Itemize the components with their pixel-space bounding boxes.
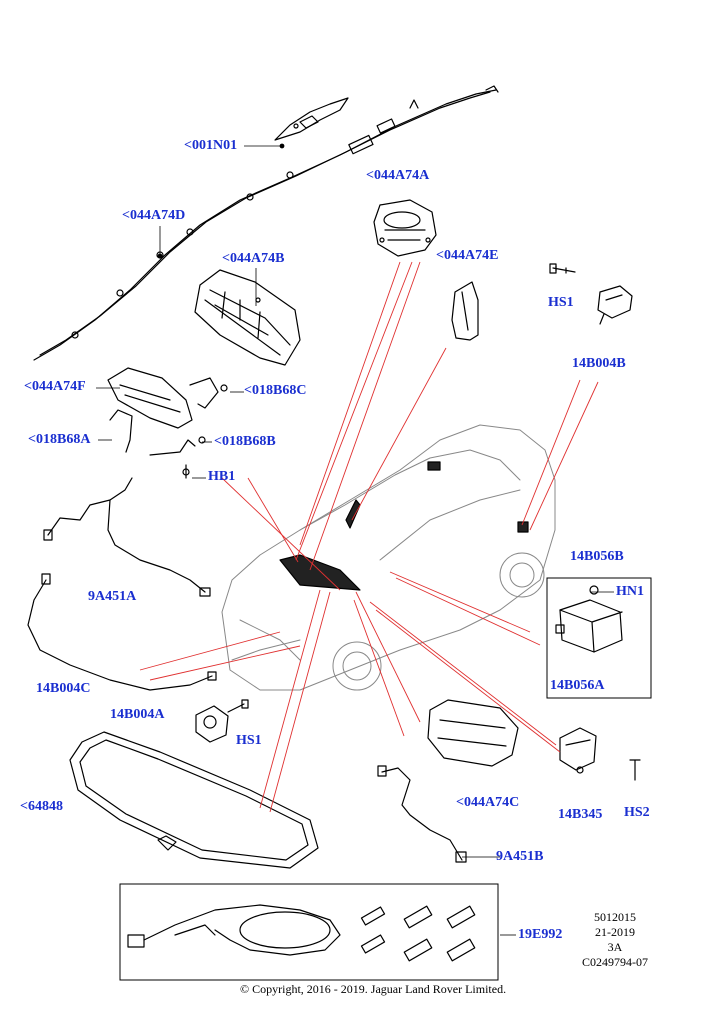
front-sensor-drawing [195,699,249,743]
label-044A74D[interactable]: <044A74D [122,208,186,223]
label-018B68C[interactable]: <018B68C [244,383,307,398]
bracket-drawing [559,727,641,781]
label-044A74B[interactable]: <044A74B [222,251,285,266]
driver-airbag-drawing [373,199,437,257]
label-HS2[interactable]: HS2 [624,805,650,820]
airbag-bracket-drawing [107,367,228,479]
passenger-airbag-drawing [194,269,301,366]
copyright-text: © Copyright, 2016 - 2019. Jaguar Land Ro… [240,982,507,996]
curtain-airbag-drawing [33,85,499,361]
label-14B004C[interactable]: 14B004C [36,681,91,696]
knee-highlight [345,499,361,529]
seat-airbag-drawing [427,699,519,767]
reference-line-1: 5012015 [594,910,636,924]
label-HN1[interactable]: HN1 [616,584,644,599]
dash-highlight [279,554,361,591]
windscreen-drawing [69,731,319,869]
knee-airbag-drawing [451,281,479,341]
label-14B056B[interactable]: 14B056B [570,549,624,564]
label-leaders [96,143,614,936]
label-14B004B[interactable]: 14B004B [572,356,626,371]
label-19E992[interactable]: 19E992 [518,927,563,942]
wiring-harness-left-drawing [43,477,211,597]
label-9A451B[interactable]: 9A451B [496,849,544,864]
label-64848[interactable]: <64848 [20,799,63,814]
label-044A74A[interactable]: <044A74A [366,168,430,183]
vehicle-drawing [221,424,556,691]
reference-line-4: C0249794-07 [582,955,648,969]
label-044A74E[interactable]: <044A74E [436,248,499,263]
leader-lines [139,261,599,813]
repair-kit-drawing [127,904,476,962]
side-impact-sensor-drawing [549,263,633,325]
roof-highlight [427,461,441,471]
module-box [546,577,652,699]
label-14B345[interactable]: 14B345 [558,807,603,822]
label-9A451A[interactable]: 9A451A [88,589,137,604]
wiring-harness-sensor-drawing [27,573,217,691]
restraint-control-module-drawing [555,585,623,653]
label-HS1-top[interactable]: HS1 [548,295,574,310]
label-018B68B[interactable]: <018B68B [214,434,276,449]
label-HS1-bottom[interactable]: HS1 [236,733,262,748]
label-HB1[interactable]: HB1 [208,469,236,484]
kit-box [119,883,499,981]
label-044A74F[interactable]: <044A74F [24,379,86,394]
reference-block: 5012015 21-2019 3A C0249794-07 [580,910,650,970]
label-001N01[interactable]: <001N01 [184,138,238,153]
label-14B004A[interactable]: 14B004A [110,707,165,722]
wiring-harness-right-drawing [377,765,467,863]
label-044A74C[interactable]: <044A74C [456,795,520,810]
reference-line-2: 21-2019 [595,925,635,939]
label-14B056A[interactable]: 14B056A [550,678,605,693]
label-018B68A[interactable]: <018B68A [28,432,91,447]
reference-line-3: 3A [607,940,623,954]
